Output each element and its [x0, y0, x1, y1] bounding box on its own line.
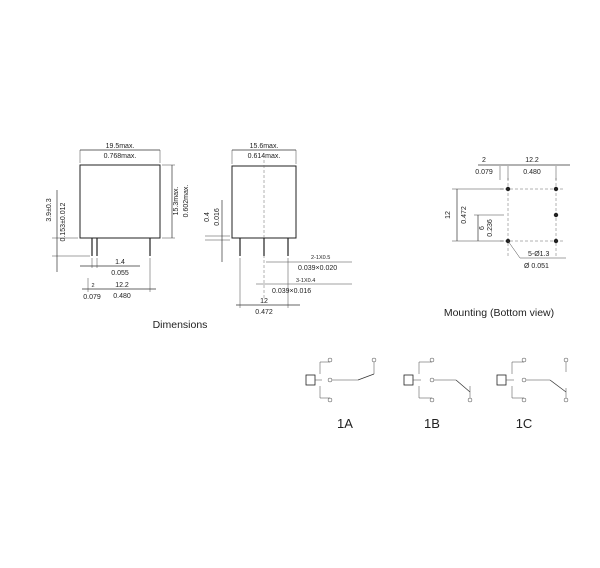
- front-edge-mm: 2: [91, 283, 94, 289]
- front-height-in: 0.602max.: [183, 185, 190, 218]
- mounting-hole: [505, 186, 511, 192]
- front-view: 19.5max. 0.768max. 15.3max. 0.602max. 3.…: [46, 143, 190, 301]
- variant-1a-label: 1A: [337, 416, 353, 431]
- mount-edge-mm: 2: [482, 157, 486, 164]
- wiring-1c: [496, 357, 569, 403]
- side-standoff-mm: 0.4: [204, 212, 211, 222]
- dimensions-caption: Dimensions: [153, 319, 208, 331]
- side-pin-a-mm: 2-1X0.5: [311, 255, 330, 261]
- mount-pitch-in: 0.480: [523, 169, 541, 176]
- wiring-1b: [403, 357, 473, 403]
- mount-edge-in: 0.079: [475, 169, 493, 176]
- mount-vert-mm: 12: [445, 211, 452, 219]
- front-pitch1-mm: 1.4: [115, 259, 125, 266]
- side-spacing-mm: 12: [260, 298, 268, 305]
- front-edge-in: 0.079: [83, 294, 101, 301]
- variant-1c-label: 1C: [516, 416, 533, 431]
- front-width-mm: 19.5max.: [106, 143, 135, 150]
- relay-body-front: [79, 164, 161, 239]
- front-pin-len-in: 0.153±0.012: [60, 202, 67, 241]
- side-standoff-in: 0.016: [214, 208, 221, 226]
- mounting-hole: [553, 186, 559, 192]
- mounting-view: 2 0.079 12.2 0.480 12 0.472 6 0.236 5-Ø1…: [445, 157, 570, 270]
- mount-half-in: 0.236: [487, 219, 494, 237]
- side-pin-a-in: 0.039×0.020: [298, 265, 337, 272]
- side-view: 15.6max. 0.614max. 0.4 0.016 2-1X0.5 0.0…: [204, 143, 352, 316]
- mount-pitch-mm: 12.2: [525, 157, 539, 164]
- mount-holes-mm: 5-Ø1.3: [528, 251, 550, 258]
- front-pitch-mm: 12.2: [115, 282, 129, 289]
- front-pitch-in: 0.480: [113, 293, 131, 300]
- front-width-in: 0.768max.: [104, 153, 137, 160]
- variant-1b-label: 1B: [424, 416, 440, 431]
- side-pin-b-mm: 3-1X0.4: [296, 278, 315, 284]
- mounting-caption: Mounting (Bottom view): [444, 307, 554, 319]
- side-pin-b-in: 0.039×0.016: [272, 288, 311, 295]
- front-height-mm: 15.3max.: [173, 187, 180, 216]
- front-pitch1-in: 0.055: [111, 270, 129, 277]
- side-width-mm: 15.6max.: [250, 143, 279, 150]
- mount-holes-in: Ø 0.051: [524, 263, 549, 270]
- wiring-1a: [305, 357, 377, 403]
- side-spacing-in: 0.472: [255, 309, 273, 316]
- mount-half-mm: 6: [479, 226, 486, 230]
- front-pin-len-mm: 3.9±0.3: [46, 198, 53, 221]
- mounting-hole: [553, 238, 559, 244]
- side-width-in: 0.614max.: [248, 153, 281, 160]
- mounting-hole: [553, 212, 559, 218]
- mount-vert-in: 0.472: [461, 206, 468, 224]
